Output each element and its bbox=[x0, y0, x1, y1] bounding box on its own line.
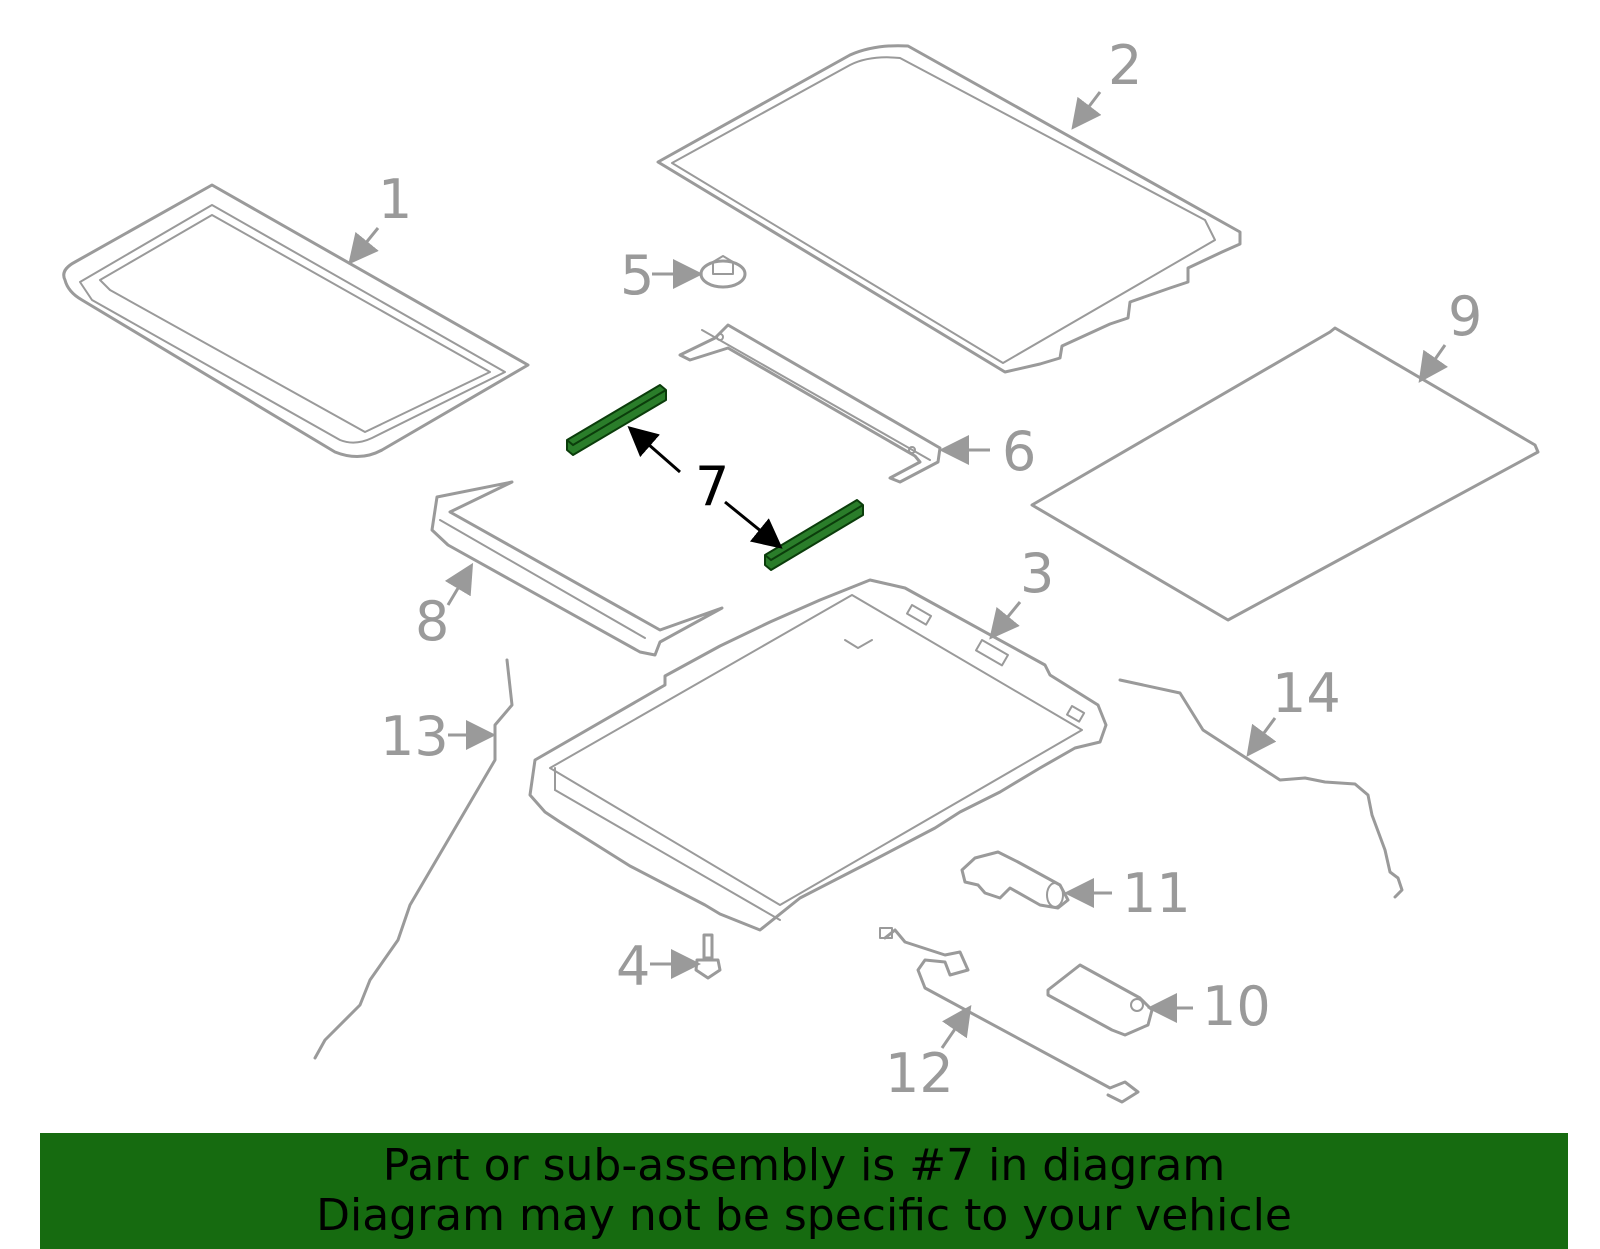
callout-5: 5 bbox=[620, 244, 654, 307]
callout-2: 2 bbox=[1108, 34, 1142, 97]
banner-line-2: Diagram may not be specific to your vehi… bbox=[316, 1190, 1292, 1241]
callout-4: 4 bbox=[616, 935, 650, 998]
callout-11: 11 bbox=[1122, 862, 1191, 925]
part-7-seal-upper bbox=[566, 384, 667, 456]
part-11-motor bbox=[960, 850, 1070, 910]
part-1-glass-frame bbox=[62, 183, 530, 458]
part-5-nut bbox=[699, 255, 747, 289]
callout-3: 3 bbox=[1020, 542, 1054, 605]
callout-6: 6 bbox=[1002, 420, 1036, 483]
part-13-drain-hose-left bbox=[313, 658, 514, 1060]
info-banner: Part or sub-assembly is #7 in diagram Di… bbox=[40, 1133, 1568, 1249]
callout-7: 7 bbox=[695, 455, 729, 518]
parts-diagram: 1 2 5 6 7 9 8 bbox=[62, 34, 1540, 1105]
part-4-bolt bbox=[694, 933, 722, 980]
callout-8: 8 bbox=[415, 590, 449, 653]
part-12-wiring-harness bbox=[879, 927, 1140, 1104]
leader-14 bbox=[1246, 717, 1277, 757]
part-3-frame-assembly bbox=[528, 578, 1108, 932]
leader-7-upper bbox=[627, 426, 681, 474]
leader-1 bbox=[348, 227, 380, 265]
part-14-drain-hose-right bbox=[1118, 678, 1404, 899]
callout-10: 10 bbox=[1202, 975, 1271, 1038]
leader-8 bbox=[444, 562, 474, 606]
part-6-rail-bracket bbox=[678, 323, 942, 484]
callout-14: 14 bbox=[1272, 662, 1341, 725]
leader-3 bbox=[989, 601, 1022, 640]
part-8-wind-deflector bbox=[430, 480, 724, 657]
part-10-control-module bbox=[1046, 963, 1154, 1037]
callout-13: 13 bbox=[380, 705, 449, 768]
part-2-roof-panel bbox=[656, 44, 1242, 374]
part-7-seal-lower bbox=[764, 499, 864, 571]
banner-line-1: Part or sub-assembly is #7 in diagram bbox=[382, 1140, 1226, 1191]
leader-2 bbox=[1071, 91, 1102, 130]
leader-12 bbox=[940, 1005, 972, 1049]
leader-9 bbox=[1418, 344, 1449, 383]
part-9-sunshade bbox=[1030, 326, 1540, 622]
callout-9: 9 bbox=[1448, 285, 1482, 348]
leader-7-lower bbox=[724, 500, 783, 549]
callout-12: 12 bbox=[885, 1042, 954, 1105]
callout-1: 1 bbox=[378, 168, 412, 231]
